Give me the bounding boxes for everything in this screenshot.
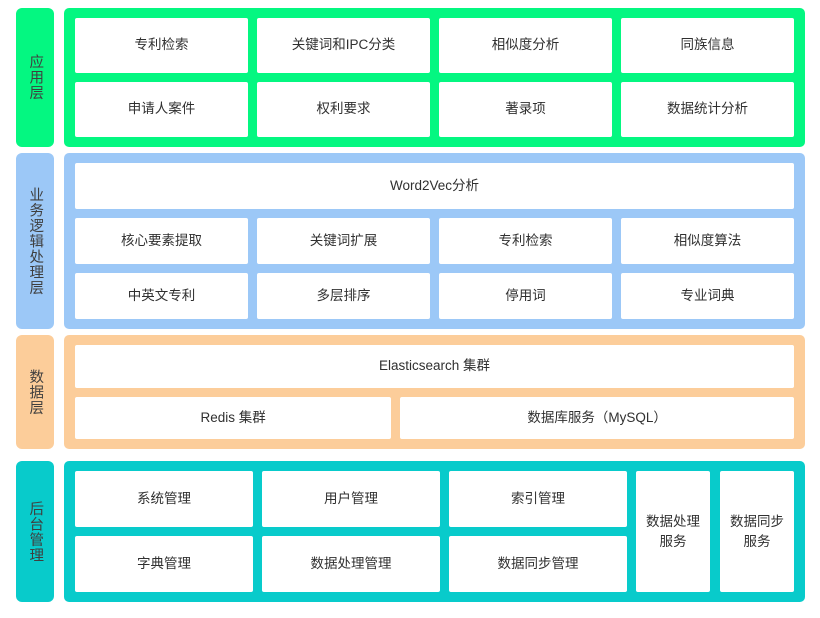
biz-cell-cn-en-patent[interactable]: 中英文专利 — [75, 273, 248, 319]
biz-cell-similarity-algo[interactable]: 相似度算法 — [621, 218, 794, 264]
app-cell-patent-search[interactable]: 专利检索 — [75, 18, 248, 73]
app-cell-family-info[interactable]: 同族信息 — [621, 18, 794, 73]
backend-row-1: 系统管理 用户管理 索引管理 — [75, 471, 627, 527]
business-row-3: 中英文专利 多层排序 停用词 专业词典 — [75, 273, 794, 319]
backend-cell-dataproc-service[interactable]: 数据处理服务 — [636, 471, 710, 592]
biz-cell-multi-ranking[interactable]: 多层排序 — [257, 273, 430, 319]
backend-cell-datasync-mgmt[interactable]: 数据同步管理 — [449, 536, 627, 592]
business-row-1: Word2Vec分析 — [75, 163, 794, 209]
backend-cell-datasync-service[interactable]: 数据同步服务 — [720, 471, 794, 592]
layer-label-application-text: 应用层 — [27, 54, 44, 101]
backend-cell-system-mgmt[interactable]: 系统管理 — [75, 471, 253, 527]
app-cell-similarity[interactable]: 相似度分析 — [439, 18, 612, 73]
data-cell-elasticsearch[interactable]: Elasticsearch 集群 — [75, 345, 794, 388]
layer-label-business-logic-text: 业务逻辑处理层 — [27, 186, 44, 296]
app-cell-applicant-case[interactable]: 申请人案件 — [75, 82, 248, 137]
layer-application: 应用层 专利检索 关键词和IPC分类 相似度分析 同族信息 申请人案件 权利要求… — [16, 8, 805, 147]
app-cell-bibliographic[interactable]: 著录项 — [439, 82, 612, 137]
layer-data: 数据层 Elasticsearch 集群 Redis 集群 数据库服务（MySQ… — [16, 335, 805, 449]
layer-label-backend-management: 后台管理 — [16, 461, 54, 602]
layer-label-backend-management-text: 后台管理 — [27, 500, 44, 563]
layer-panel-data: Elasticsearch 集群 Redis 集群 数据库服务（MySQL） — [64, 335, 805, 449]
biz-cell-patent-search[interactable]: 专利检索 — [439, 218, 612, 264]
backend-grid: 系统管理 用户管理 索引管理 字典管理 数据处理管理 数据同步管理 — [75, 471, 627, 592]
data-cell-mysql[interactable]: 数据库服务（MySQL） — [400, 396, 794, 439]
layer-label-data-text: 数据层 — [27, 368, 44, 416]
business-row-2: 核心要素提取 关键词扩展 专利检索 相似度算法 — [75, 218, 794, 264]
layer-label-application: 应用层 — [16, 8, 54, 147]
biz-cell-word2vec[interactable]: Word2Vec分析 — [75, 163, 794, 209]
data-row-2: Redis 集群 数据库服务（MySQL） — [75, 396, 794, 439]
biz-cell-core-element[interactable]: 核心要素提取 — [75, 218, 248, 264]
layer-label-business-logic: 业务逻辑处理层 — [16, 153, 54, 329]
layer-backend-management: 后台管理 系统管理 用户管理 索引管理 字典管理 数据处理管理 数据同步管理 数… — [16, 461, 805, 602]
layer-panel-business-logic: Word2Vec分析 核心要素提取 关键词扩展 专利检索 相似度算法 中英文专利… — [64, 153, 805, 329]
layer-label-data: 数据层 — [16, 335, 54, 449]
layer-panel-application: 专利检索 关键词和IPC分类 相似度分析 同族信息 申请人案件 权利要求 著录项… — [64, 8, 805, 147]
backend-row-2: 字典管理 数据处理管理 数据同步管理 — [75, 536, 627, 592]
layer-panel-backend-management: 系统管理 用户管理 索引管理 字典管理 数据处理管理 数据同步管理 数据处理服务… — [64, 461, 805, 602]
app-cell-keyword-ipc[interactable]: 关键词和IPC分类 — [257, 18, 430, 73]
biz-cell-domain-lexicon[interactable]: 专业词典 — [621, 273, 794, 319]
application-row-1: 专利检索 关键词和IPC分类 相似度分析 同族信息 — [75, 18, 794, 73]
application-row-2: 申请人案件 权利要求 著录项 数据统计分析 — [75, 82, 794, 137]
backend-cell-user-mgmt[interactable]: 用户管理 — [262, 471, 440, 527]
app-cell-data-statistics[interactable]: 数据统计分析 — [621, 82, 794, 137]
backend-cell-dictionary-mgmt[interactable]: 字典管理 — [75, 536, 253, 592]
data-cell-redis[interactable]: Redis 集群 — [75, 396, 392, 439]
backend-cell-index-mgmt[interactable]: 索引管理 — [449, 471, 627, 527]
data-row-1: Elasticsearch 集群 — [75, 345, 794, 388]
layer-business-logic: 业务逻辑处理层 Word2Vec分析 核心要素提取 关键词扩展 专利检索 相似度… — [16, 153, 805, 329]
biz-cell-stopwords[interactable]: 停用词 — [439, 273, 612, 319]
backend-service-group: 数据处理服务 数据同步服务 — [636, 471, 794, 592]
app-cell-claims[interactable]: 权利要求 — [257, 82, 430, 137]
biz-cell-keyword-expand[interactable]: 关键词扩展 — [257, 218, 430, 264]
backend-cell-dataproc-mgmt[interactable]: 数据处理管理 — [262, 536, 440, 592]
